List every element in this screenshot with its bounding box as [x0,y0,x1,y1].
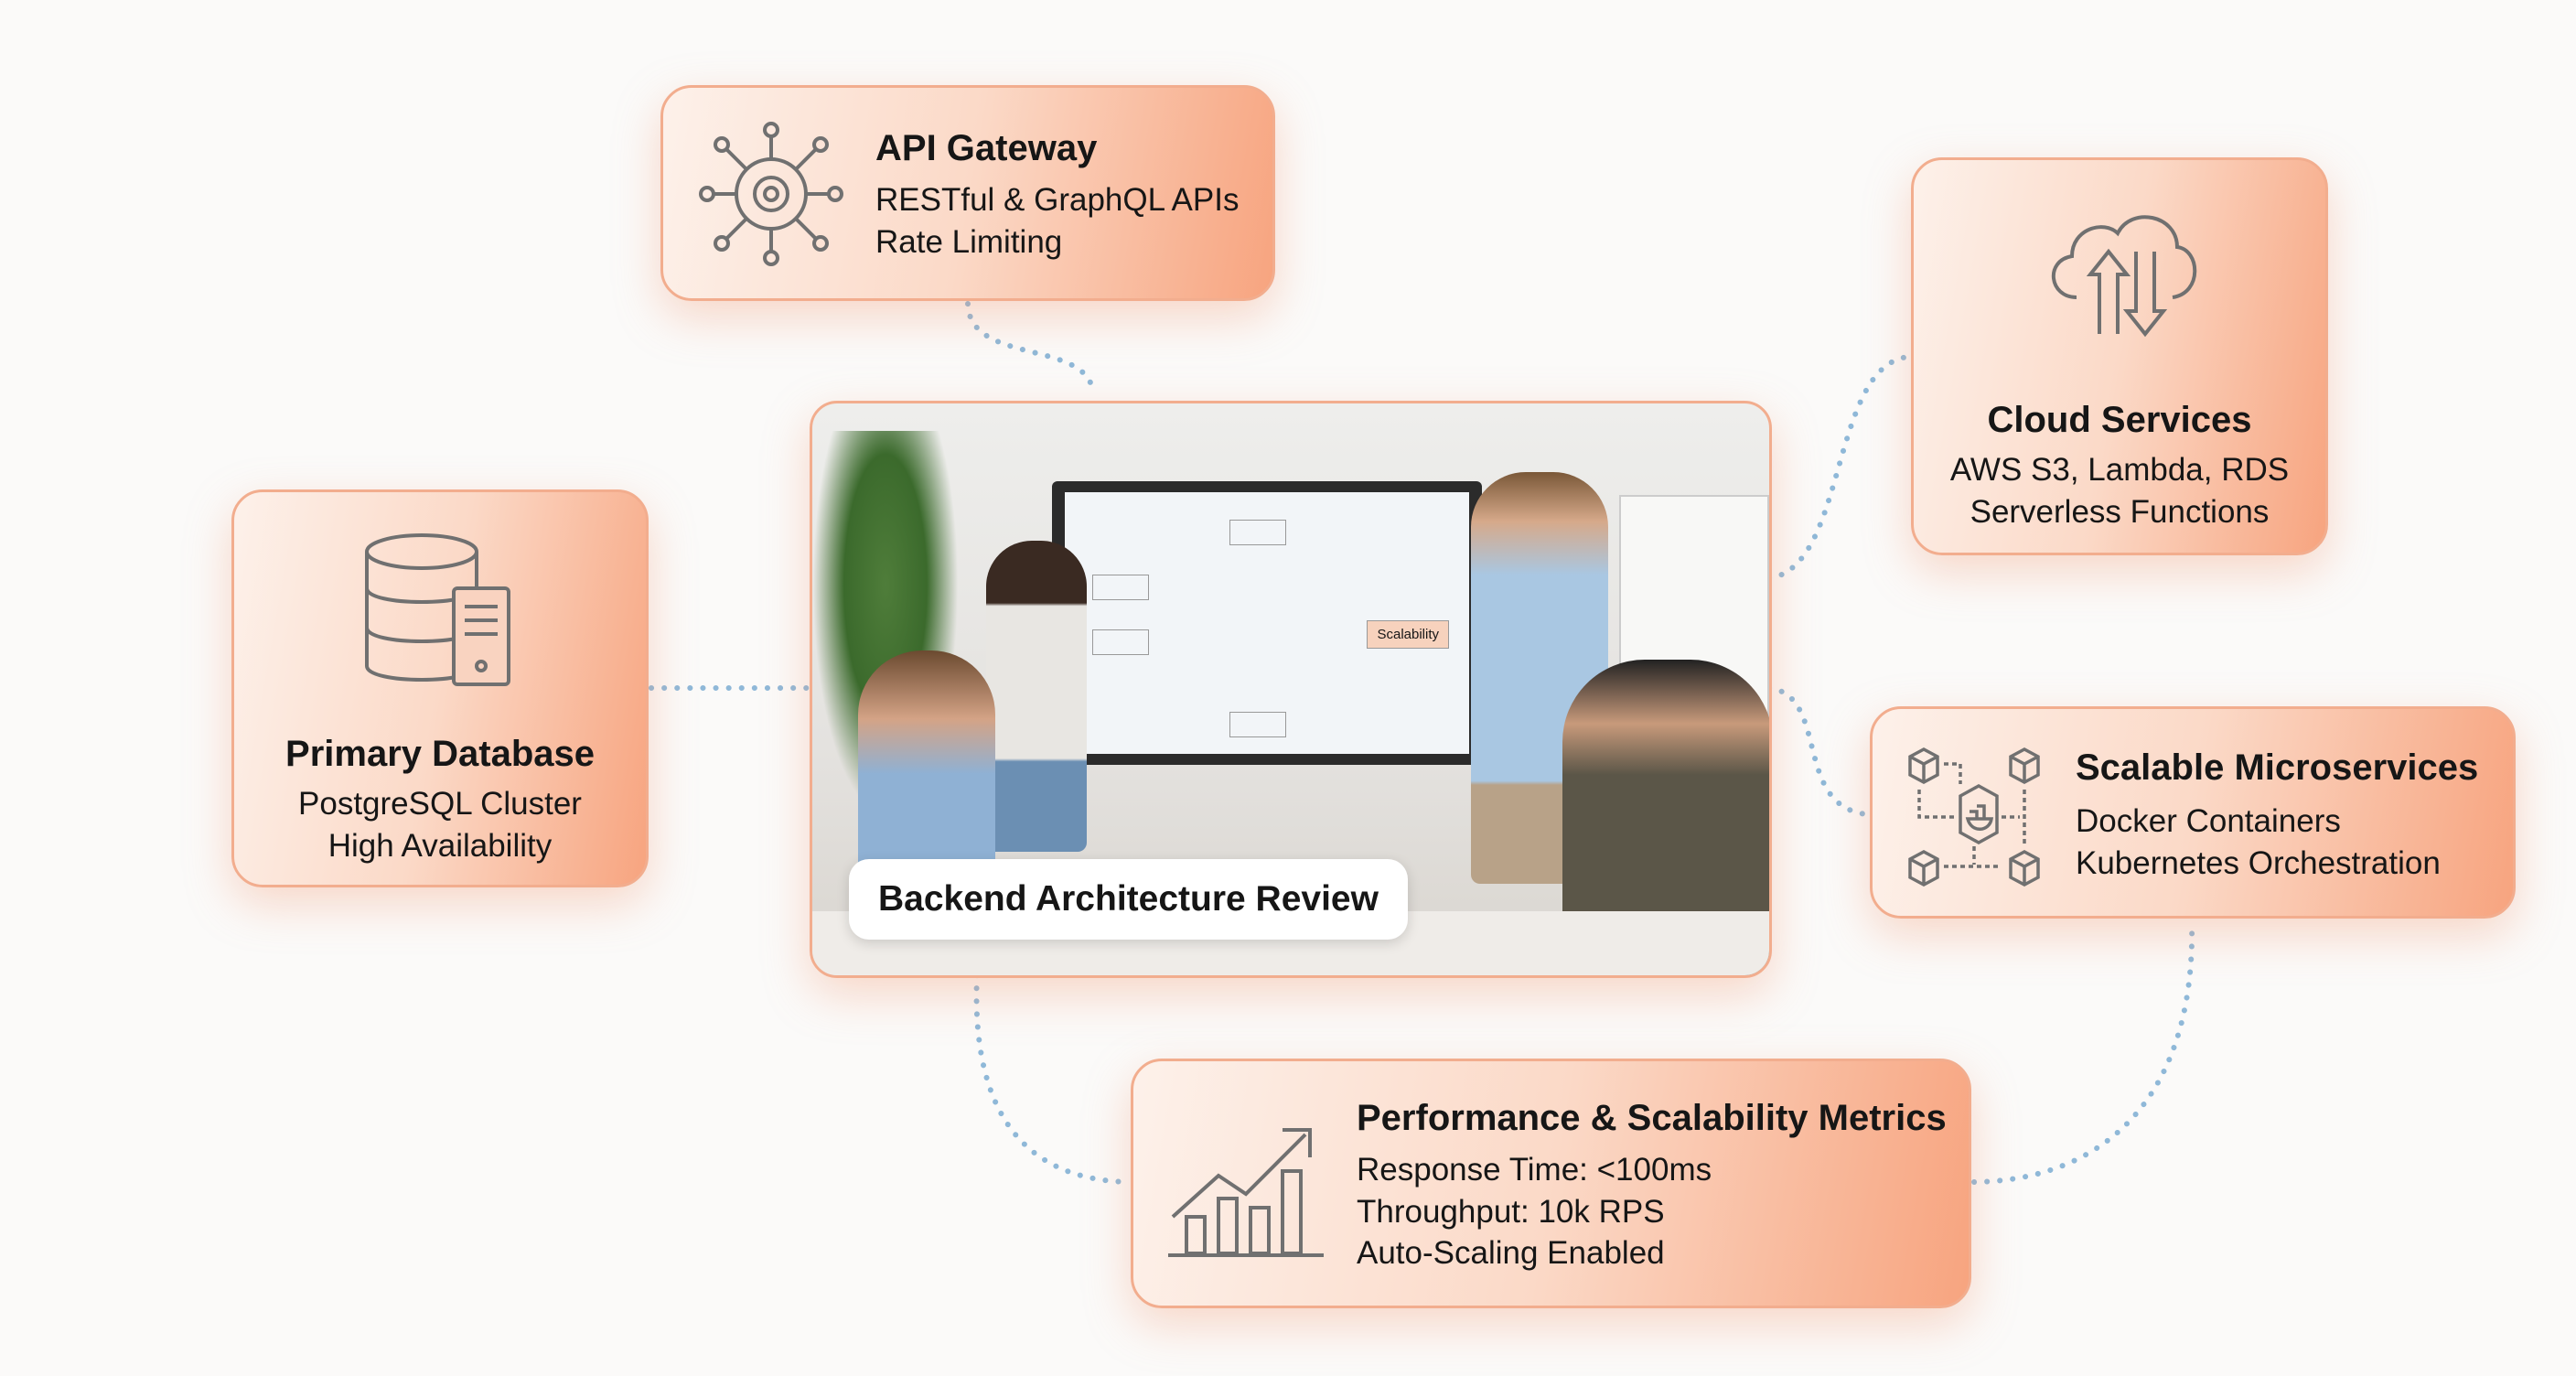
card-line: RESTful & GraphQL APIs [875,182,1240,218]
network-gear-icon [698,121,844,272]
microservices-card: Scalable Microservices Docker Containers… [1870,706,2516,919]
connector-api [965,301,1096,396]
card-line: Serverless Functions [1970,493,2270,530]
photo-caption: Backend Architecture Review [849,859,1408,940]
api-gateway-card: API Gateway RESTful & GraphQL APIs Rate … [660,85,1275,301]
screen-label: Scalability [1367,620,1449,649]
card-line: High Availability [327,827,553,864]
connector-metrics-left [973,973,1132,1185]
card-title: API Gateway [875,128,1098,168]
cloud-services-card: Cloud Services AWS S3, Lambda, RDS Serve… [1911,157,2328,555]
presentation-screen: Scalability [1052,481,1482,765]
connector-microservices [1766,685,1869,817]
presenter-woman [986,541,1087,852]
card-line: Throughput: 10k RPS [1357,1193,1665,1230]
card-title: Primary Database [285,734,595,774]
card-title: Cloud Services [1987,400,2252,440]
growth-chart-icon [1168,1107,1328,1267]
docker-cubes-icon [1905,746,2052,897]
cloud-upload-download-icon [2040,197,2205,357]
card-title: Scalable Microservices [2076,747,2479,788]
team-meeting-photo: Scalability Backend Architecture Review [810,401,1772,978]
metrics-card: Performance & Scalability Metrics Respon… [1131,1059,1971,1308]
primary-database-card: Primary Database PostgreSQL Cluster High… [231,489,649,887]
card-line: Response Time: <100ms [1357,1152,1712,1188]
card-line: Kubernetes Orchestration [2076,844,2441,881]
card-line: PostgreSQL Cluster [298,786,582,822]
connector-cloud [1766,354,1911,581]
card-title: Performance & Scalability Metrics [1357,1098,1947,1138]
database-server-icon [362,529,518,693]
card-line: Docker Containers [2076,803,2341,839]
connector-metrics-right [1971,919,2195,1185]
card-line: Rate Limiting [875,223,1063,260]
card-line: AWS S3, Lambda, RDS [1949,452,2290,488]
card-line: Auto-Scaling Enabled [1357,1235,1665,1271]
